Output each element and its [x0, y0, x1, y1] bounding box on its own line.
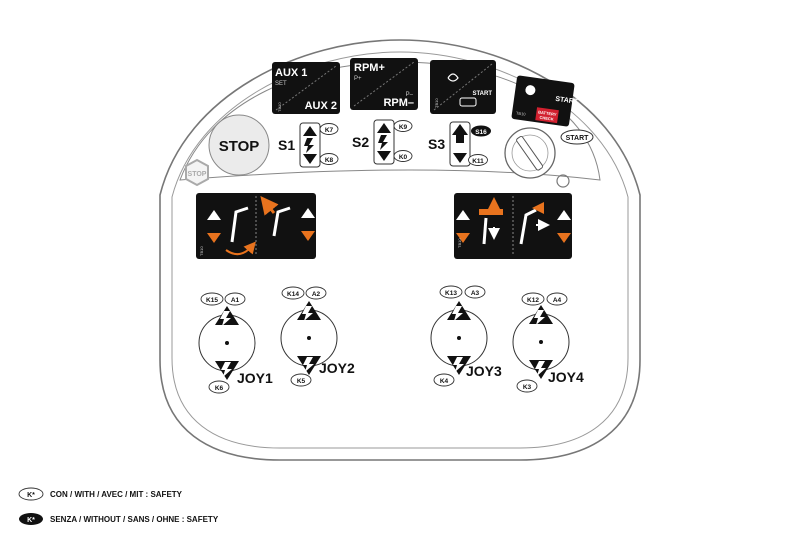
joy4-top-lightning-icon	[534, 310, 545, 325]
joy3-top-lightning-icon	[452, 306, 463, 321]
joystick-4[interactable]: K12 A4 K3 JOY4	[512, 292, 584, 393]
s3-top-tag: S16	[475, 129, 487, 136]
joy1-tag-tl: K15	[206, 297, 218, 304]
joy3-tag-tr: A3	[471, 290, 480, 297]
aux2-label: AUX 2	[305, 100, 337, 112]
off-icon	[525, 85, 536, 96]
joy4-bottom-lightning-icon	[535, 361, 546, 376]
start-switch-panel[interactable]: START TB10	[430, 60, 496, 114]
right-indicator-code: TB10	[457, 238, 462, 248]
joy4-tag-tr: A4	[553, 297, 562, 304]
s2-label: S2	[352, 134, 369, 150]
key-start-tag-label: START	[566, 135, 590, 142]
joy3-label: JOY3	[466, 363, 502, 379]
s1-label: S1	[278, 137, 295, 153]
joy1-bottom-lightning-icon	[221, 362, 232, 377]
legend-tag-outline: K*	[27, 492, 35, 499]
joy3-tag-b: K4	[440, 378, 449, 385]
s1-lightning-icon	[304, 138, 314, 153]
boom-left-icon	[230, 206, 249, 243]
right-function-indicator: TB10	[454, 193, 572, 259]
joystick-1[interactable]: K15 A1 K6 JOY1	[198, 292, 273, 394]
led-indicator	[556, 174, 570, 188]
check-label: CHECK	[539, 115, 554, 122]
start-label-box: START	[472, 91, 492, 97]
stop-button[interactable]: STOP	[208, 114, 270, 176]
joy1-label: JOY1	[237, 370, 273, 386]
s1-bottom-tag: K8	[325, 157, 334, 164]
battery-label: BATTERY	[538, 109, 557, 117]
p-minus-label: P–	[406, 92, 414, 98]
aux-code: TB10	[277, 102, 282, 112]
s3-bottom-tag: K11	[472, 158, 484, 165]
left-indicator-code: TB10	[199, 246, 204, 256]
bucket-icon	[479, 209, 503, 215]
key-code: TB10	[516, 110, 527, 116]
aux1-label: AUX 1	[275, 67, 307, 79]
legend-with-safety: K* CON / WITH / AVEC / MIT : SAFETY	[18, 487, 183, 501]
left-function-indicator: TB10	[196, 193, 316, 259]
stop-button-label: STOP	[219, 138, 260, 155]
s3-label: S3	[428, 136, 445, 152]
aux-set-label: SET	[275, 81, 287, 87]
joystick-2[interactable]: K14 A2 K5 JOY2	[280, 286, 355, 387]
joy1-top-lightning-icon	[220, 311, 231, 326]
selector-s3[interactable]: S3 S16 K11	[428, 121, 491, 167]
joy1-tag-tr: A1	[231, 297, 240, 304]
key-start-text: START	[555, 96, 579, 106]
joy2-label: JOY2	[319, 360, 355, 376]
s2-bottom-tag: K0	[399, 154, 408, 161]
snail-icon	[447, 73, 459, 82]
key-start-tag: START	[560, 129, 594, 145]
selector-s1[interactable]: S1 K7 K8	[278, 122, 339, 168]
glow-plug-icon	[459, 97, 477, 107]
joy1-tag-b: K6	[215, 385, 224, 392]
joy4-tag-b: K3	[523, 384, 532, 391]
start-code: TB10	[434, 98, 439, 108]
legend-tag-filled: K*	[27, 517, 35, 524]
key-slot	[516, 136, 544, 171]
joy3-bottom-lightning-icon	[453, 357, 464, 372]
selector-s2[interactable]: S2 K9 K0	[352, 119, 413, 165]
joy2-top-lightning-icon	[302, 306, 313, 321]
joystick-3[interactable]: K13 A3 K4 JOY3	[430, 285, 502, 387]
key-switch[interactable]	[504, 127, 570, 188]
joy2-tag-tr: A2	[312, 291, 321, 298]
legend-without-safety: K* SENZA / WITHOUT / SANS / OHNE : SAFET…	[19, 513, 219, 525]
joy2-tag-b: K5	[297, 378, 306, 385]
joy2-tag-tl: K14	[287, 291, 299, 298]
legend-text-without: SENZA / WITHOUT / SANS / OHNE : SAFETY	[50, 515, 219, 524]
s1-top-tag: K7	[325, 127, 334, 134]
p-plus-label: P+	[354, 76, 362, 82]
joy4-tag-tl: K12	[527, 297, 539, 304]
joy2-bottom-lightning-icon	[303, 357, 314, 372]
legend-text-with: CON / WITH / AVEC / MIT : SAFETY	[50, 490, 183, 499]
stop-hex-badge: STOP	[185, 158, 209, 187]
rpm-minus-label: RPM–	[383, 97, 414, 109]
aux-switch-panel[interactable]: AUX 1 SET AUX 2 TB10	[272, 62, 340, 114]
stop-hex-label: STOP	[188, 171, 207, 178]
rpm-switch-panel[interactable]: RPM+ P+ P– RPM–	[350, 58, 418, 110]
rpm-plus-label: RPM+	[354, 62, 385, 74]
s2-lightning-icon	[378, 135, 388, 150]
s2-top-tag: K9	[399, 124, 408, 131]
joy4-label: JOY4	[548, 369, 584, 385]
key-switch-label: START BATTERY CHECK TB10	[511, 75, 579, 127]
joy3-tag-tl: K13	[445, 290, 457, 297]
